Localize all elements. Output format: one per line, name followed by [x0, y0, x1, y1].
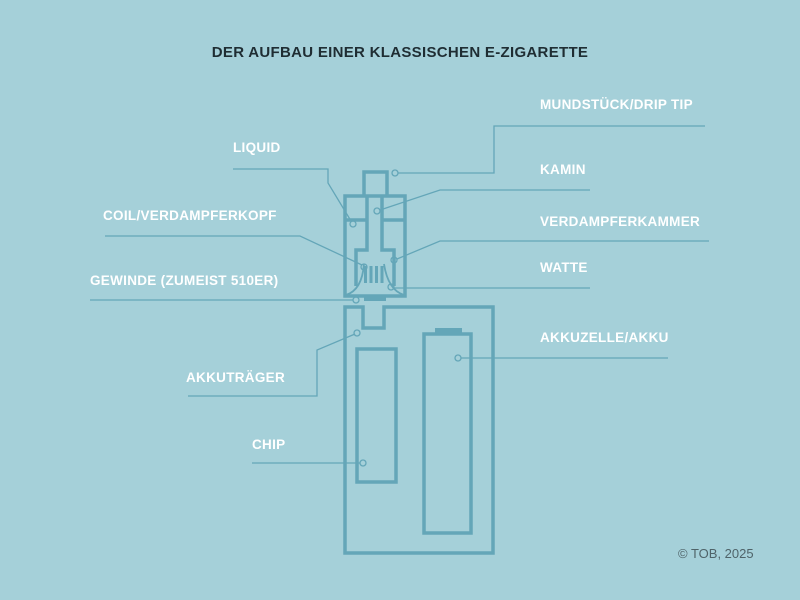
leader-akkutraeger	[188, 333, 356, 397]
label-coil: COIL/VERDAMPFERKOPF	[103, 208, 277, 223]
battery-cell	[422, 332, 473, 535]
label-gewinde: GEWINDE (ZUMEIST 510ER)	[90, 273, 279, 288]
leader-kammer	[396, 240, 709, 260]
leader-drip-tip	[398, 125, 705, 174]
battery-cap	[435, 328, 462, 334]
drip-tip	[362, 170, 389, 195]
leader-coil	[105, 235, 363, 266]
wick	[345, 263, 405, 296]
label-chip: CHIP	[252, 437, 286, 452]
label-liquid: LIQUID	[233, 140, 281, 155]
label-drip-tip: MUNDSTÜCK/DRIP TIP	[540, 97, 693, 112]
diagram-title: DER AUFBAU EINER KLASSISCHEN E-ZIGARETTE	[211, 44, 589, 61]
chip-board	[355, 347, 398, 484]
label-akkuzelle: AKKUZELLE/AKKU	[540, 330, 669, 345]
leader-liquid	[233, 168, 352, 222]
coil	[364, 266, 384, 283]
label-kamin: KAMIN	[540, 162, 586, 177]
connector	[364, 295, 386, 301]
label-verdampferkammer: VERDAMPFERKAMMER	[540, 214, 701, 229]
label-watte: WATTE	[540, 260, 588, 275]
leader-kamin	[379, 189, 590, 211]
copyright: © TOB, 2025	[678, 546, 754, 561]
label-akkutraeger: AKKUTRÄGER	[186, 370, 285, 385]
battery-mod	[343, 305, 495, 555]
chimney	[354, 196, 396, 286]
